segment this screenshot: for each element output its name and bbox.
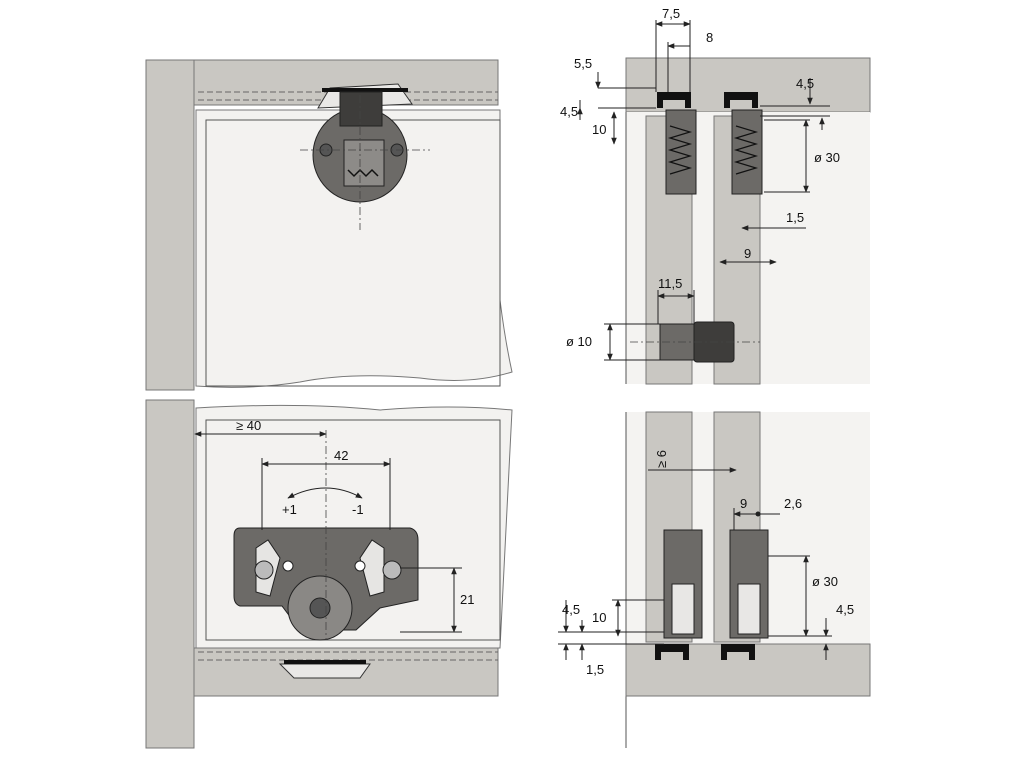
dim-1-5-lower: 1,5: [586, 662, 604, 677]
dim-4-5-b: 4,5: [796, 76, 814, 91]
dim-2-6: 2,6: [784, 496, 802, 511]
dim-4-5-a: 4,5: [560, 104, 578, 119]
dim-ge6: ≥ 6: [654, 450, 669, 468]
bottom-cap: [278, 663, 371, 679]
dim-dia10: ø 10: [566, 334, 592, 349]
view-top-right: 7,5 8 5,5 4,5 10 4,5 ø 30 1,5 9 11,5 ø 1…: [560, 6, 871, 385]
dim-42: 42: [334, 448, 348, 463]
dim-8: 8: [706, 30, 713, 45]
dim-dia30: ø 30: [814, 150, 840, 165]
view-bottom-left: ≥ 40 42 +1 -1 21: [145, 399, 513, 749]
dim-4-5-right: 4,5: [836, 602, 854, 617]
cabinet-side-wall-lower: [145, 399, 195, 749]
spring-housing-front: [665, 109, 697, 195]
dim-9: 9: [744, 246, 751, 261]
top-rail: [193, 59, 499, 106]
floor-board: [625, 643, 871, 697]
dim-minus1: -1: [352, 502, 364, 517]
dim-10: 10: [592, 122, 606, 137]
view-bottom-right: ≥ 6 9 2,6 ø 30 4,5 10 4,5 1,5: [558, 411, 871, 748]
dim-plus1: +1: [282, 502, 297, 517]
dim-1-5: 1,5: [786, 210, 804, 225]
dim-21: 21: [460, 592, 474, 607]
spring-housing-back: [731, 109, 763, 195]
dim-5-5: 5,5: [574, 56, 592, 71]
dim-11-5: 11,5: [658, 276, 682, 291]
dim-dia30-lower: ø 30: [812, 574, 838, 589]
dim-ge40: ≥ 40: [236, 418, 261, 433]
cabinet-side-wall: [145, 59, 195, 391]
dim-7-5: 7,5: [662, 6, 680, 21]
dim-4-5-left: 4,5: [562, 602, 580, 617]
dim-9-lower: 9: [740, 496, 747, 511]
view-top-left: [145, 59, 513, 391]
dim-10-lower: 10: [592, 610, 606, 625]
